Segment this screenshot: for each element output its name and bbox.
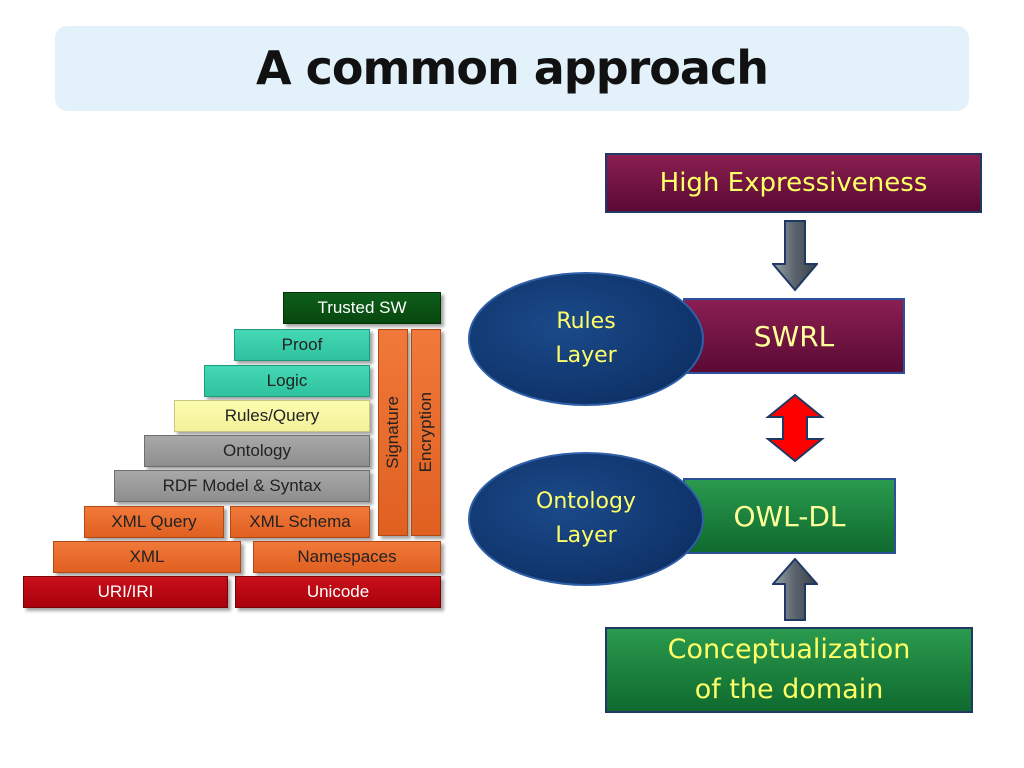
ontology-layer-line2: Layer <box>555 523 617 548</box>
ontology-layer-line1: Ontology <box>536 489 636 514</box>
signature-label: Signature <box>383 396 402 469</box>
stack-logic: Logic <box>204 365 370 397</box>
rules-layer-ellipse: Rules Layer <box>468 272 704 406</box>
high-expressiveness-box: High Expressiveness <box>605 153 982 213</box>
conceptualization-line2: of the domain <box>694 674 884 705</box>
double-arrow-icon <box>765 393 825 463</box>
slide-title: A common approach <box>256 41 769 95</box>
stack-xml-schema: XML Schema <box>230 506 370 538</box>
down-arrow-icon <box>772 220 818 292</box>
stack-encryption: Encryption <box>411 329 441 536</box>
stack-signature: Signature <box>378 329 408 536</box>
conceptualization-box: Conceptualization of the domain <box>605 627 973 713</box>
encryption-label: Encryption <box>416 392 435 473</box>
up-arrow-icon <box>772 558 818 621</box>
swrl-box: SWRL <box>683 298 905 374</box>
stack-rdf: RDF Model & Syntax <box>114 470 370 502</box>
title-banner: A common approach <box>55 26 969 111</box>
stack-ontology: Ontology <box>144 435 370 467</box>
rules-layer-line1: Rules <box>556 309 616 334</box>
owl-dl-box: OWL-DL <box>683 478 896 554</box>
stack-trusted-sw: Trusted SW <box>283 292 441 324</box>
stack-uri-iri: URI/IRI <box>23 576 228 608</box>
stack-proof: Proof <box>234 329 370 361</box>
rules-layer-line2: Layer <box>555 343 617 368</box>
stack-xml-query: XML Query <box>84 506 224 538</box>
stack-xml: XML <box>53 541 241 573</box>
stack-rules-query: Rules/Query <box>174 400 370 432</box>
conceptualization-line1: Conceptualization <box>667 634 911 665</box>
ontology-layer-ellipse: Ontology Layer <box>468 452 704 586</box>
stack-unicode: Unicode <box>235 576 441 608</box>
stack-namespaces: Namespaces <box>253 541 441 573</box>
